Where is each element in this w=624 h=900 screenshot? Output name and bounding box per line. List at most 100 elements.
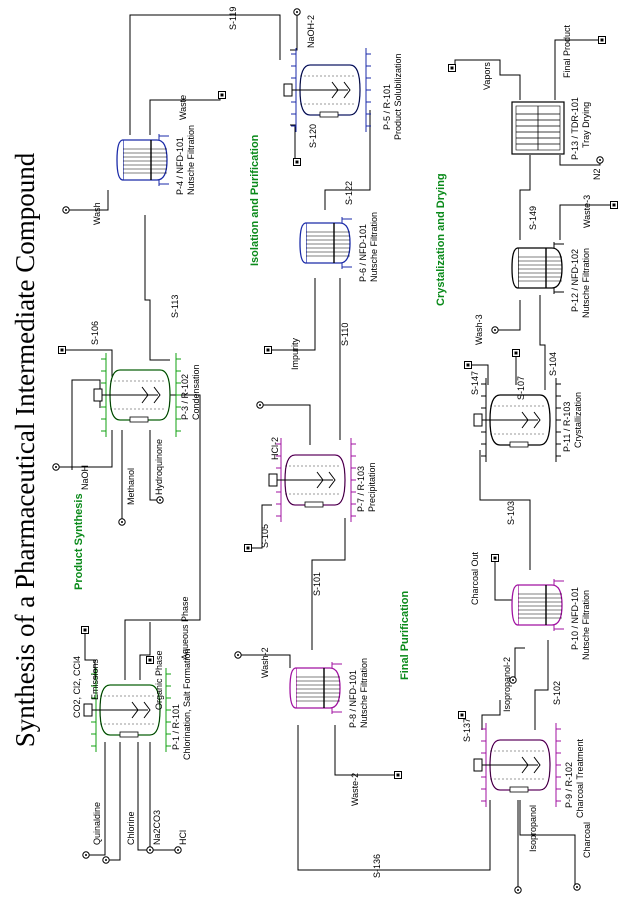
sink-waste — [218, 91, 226, 99]
source-isopropanol — [514, 886, 522, 894]
label-s102: S-102 — [552, 681, 562, 705]
label-hcl2: HCl-2 — [270, 437, 280, 460]
sink-s107 — [512, 349, 520, 357]
filter-p4 — [116, 133, 170, 187]
label-naoh: NaOH — [80, 465, 90, 490]
label-co2: CO2, Cl2, CCl4 — [72, 656, 82, 718]
reactor-p7 — [268, 437, 357, 523]
label-waste2: Waste-2 — [350, 773, 360, 806]
label-waste: Waste — [178, 95, 188, 120]
filter-p6 — [299, 216, 353, 270]
label-naoh2: NaOH-2 — [306, 15, 316, 48]
label-impurity: Impurity — [290, 337, 300, 370]
label-hydroquinone: Hydroquinone — [154, 439, 164, 495]
source-wash2 — [234, 651, 242, 659]
label-s107: S-107 — [516, 376, 526, 400]
label-wash2: Wash-2 — [260, 647, 270, 678]
label-s136: S-136 — [372, 854, 382, 878]
label-aqueous-phase: Aqueous Phase — [180, 596, 190, 660]
sink-organic-phase — [146, 656, 154, 664]
label-s110: S-110 — [340, 323, 350, 346]
label-emissions: Emissions — [90, 658, 100, 700]
sink-charcoal-out — [491, 554, 499, 562]
diagram-title: Synthesis of a Pharmaceutical Intermedia… — [10, 152, 40, 747]
label-s105: S-105 — [260, 524, 270, 548]
source-methanol — [118, 518, 126, 526]
p13-id: P-13 / TDR-101 — [570, 97, 580, 160]
label-organic-phase: Organic Phase — [154, 650, 164, 710]
sink-final-product — [598, 36, 606, 44]
label-charcoal: Charcoal — [582, 822, 592, 858]
source-chlorine — [102, 856, 110, 864]
source-naoh2 — [293, 8, 301, 16]
label-n2: N2 — [592, 168, 602, 180]
label-s106: S-106 — [90, 321, 100, 345]
label-methanol: Methanol — [126, 468, 136, 505]
label-s122: S-122 — [344, 181, 354, 205]
p3-desc: Condensation — [191, 364, 201, 420]
section-product-synthesis: Product Synthesis — [73, 493, 85, 590]
p1-desc: Chlorination, Salt Formation — [182, 648, 192, 760]
unit-labels: P-1 / R-101 Chlorination, Salt Formation… — [171, 53, 591, 818]
label-s103: S-103 — [506, 501, 516, 525]
filter-p10 — [511, 578, 565, 632]
label-s149: S-149 — [528, 206, 538, 230]
source-n2 — [596, 156, 604, 164]
label-s137: S-137 — [462, 718, 472, 742]
source-charcoal — [573, 883, 581, 891]
section-crystallization: Crystalization and Drying — [435, 173, 447, 306]
filter-p8 — [289, 661, 343, 715]
sink-waste2 — [394, 771, 402, 779]
label-s120: S-120 — [308, 124, 318, 148]
section-isolation: Isolation and Purification — [249, 134, 261, 266]
p4-id: P-4 / NFD-101 — [175, 137, 185, 195]
sink-s120 — [293, 158, 301, 166]
p5-id: P-5 / R-101 — [382, 84, 392, 130]
source-wash3 — [491, 326, 499, 334]
p13-desc: Tray Drying — [581, 102, 591, 148]
p12-desc: Nutsche Filtration — [581, 248, 591, 318]
p1-id: P-1 / R-101 — [171, 704, 181, 750]
section-final-purification: Final Purification — [399, 590, 411, 680]
label-vapors: Vapors — [482, 62, 492, 90]
reactor-p5 — [283, 47, 372, 133]
label-s147: S-147 — [470, 371, 480, 395]
sink-s106 — [58, 346, 66, 354]
filter-p12 — [511, 241, 565, 295]
p4-desc: Nutsche Filtration — [186, 125, 196, 195]
p8-id: P-8 / NFD-101 — [348, 670, 358, 728]
source-naoh — [52, 463, 60, 471]
p5-desc: Product Solubilization — [393, 53, 403, 140]
p6-desc: Nutsche Filtration — [369, 212, 379, 282]
dryer-p13 — [511, 101, 565, 155]
p9-id: P-9 / R-102 — [564, 762, 574, 808]
label-wash3: Wash-3 — [474, 314, 484, 345]
p11-desc: Crystallization — [573, 392, 583, 448]
label-na2co3: Na2CO3 — [152, 810, 162, 845]
reactor-p9 — [473, 722, 562, 808]
p10-desc: Nutsche Filtration — [581, 590, 591, 660]
p12-id: P-12 / NFD-102 — [570, 249, 580, 312]
label-hcl: HCl — [178, 830, 188, 845]
source-wash — [62, 206, 70, 214]
source-hcl — [174, 846, 182, 854]
label-s101: S-101 — [312, 572, 322, 596]
p7-desc: Precipitation — [367, 462, 377, 512]
label-chlorine: Chlorine — [126, 811, 136, 845]
label-s113: S-113 — [170, 295, 180, 318]
p6-id: P-6 / NFD-101 — [358, 224, 368, 282]
label-isopropanol2: Isopropanol-2 — [502, 657, 512, 712]
source-na2co3 — [146, 846, 154, 854]
sink-s137 — [458, 711, 466, 719]
p7-id: P-7 / R-103 — [356, 466, 366, 512]
p11-id: P-11 / R-103 — [562, 402, 572, 452]
p3-id: P-3 / R-102 — [180, 374, 190, 420]
source-hydroquinone — [156, 496, 164, 504]
sink-s147 — [464, 361, 472, 369]
sink-impurity — [264, 346, 272, 354]
label-quinaldine: Quinaldine — [92, 802, 102, 845]
label-isopropanol: Isopropanol — [528, 805, 538, 852]
label-s119: S-119 — [228, 7, 238, 30]
reactor-p3 — [93, 352, 182, 438]
